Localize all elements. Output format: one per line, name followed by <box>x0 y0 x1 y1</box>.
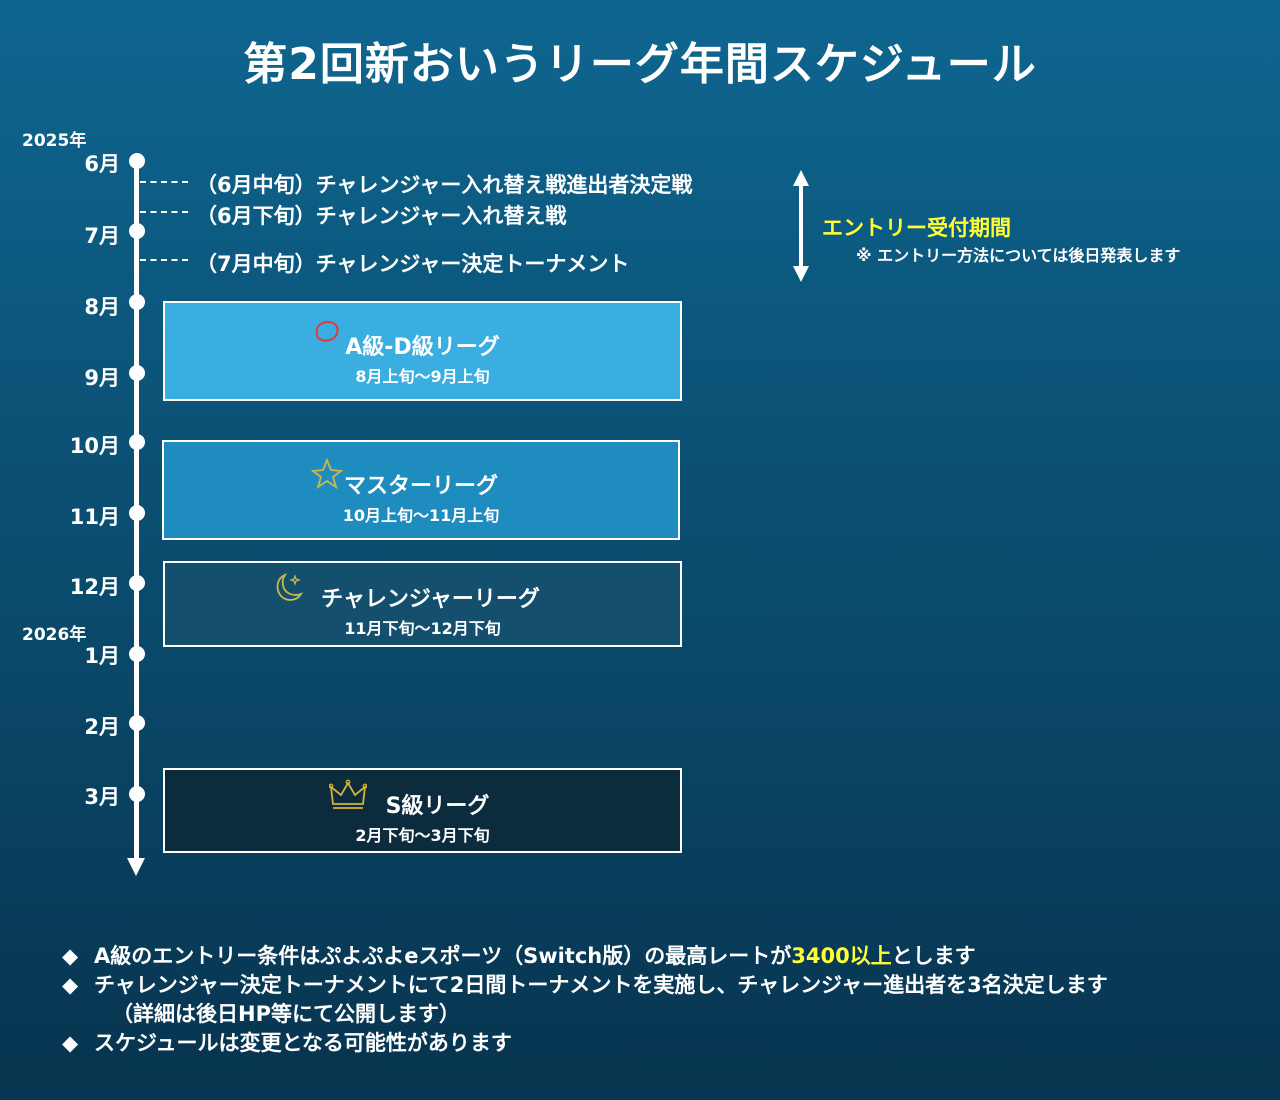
league-name: マスターリーグ <box>343 474 498 499</box>
note-item: ◆ チャレンジャー決定トーナメントにて2日間トーナメントを実施し、チャレンジャー進… <box>62 971 1108 1000</box>
timeline-dot <box>129 715 145 731</box>
event-label: （7月中旬）チャレンジャー決定トーナメント <box>196 252 630 276</box>
note-text: とします <box>891 944 976 968</box>
note-item: ◆ A級のエントリー条件はぷよぷよeスポーツ（Switch版）の最高レートが340… <box>62 942 1108 971</box>
timeline-dot <box>129 294 145 310</box>
event-connector <box>140 181 188 183</box>
note-text: A級のエントリー条件はぷよぷよeスポーツ（Switch版）の最高レートが <box>94 944 792 968</box>
month-label-dec: 12月 <box>69 575 120 599</box>
diamond-bullet-icon: ◆ <box>62 1031 79 1055</box>
note-highlight: 3400以上 <box>791 944 892 968</box>
arrow-up-icon <box>793 170 809 186</box>
note-item: ◆ スケジュールは変更となる可能性があります <box>62 1029 1108 1058</box>
league-period: 8月上旬〜9月上旬 <box>355 367 490 386</box>
month-label-feb: 2月 <box>84 715 120 739</box>
note-item-continuation: （詳細は後日HP等にて公開します） <box>62 1000 1108 1029</box>
league-box-master: マスターリーグ 10月上旬〜11月上旬 <box>162 440 680 540</box>
arrow-down-icon <box>793 266 809 282</box>
diamond-bullet-icon: ◆ <box>62 973 79 997</box>
timeline-dot <box>129 434 145 450</box>
star-icon <box>311 458 343 490</box>
month-label-aug: 8月 <box>84 295 120 319</box>
circle-icon <box>315 321 339 342</box>
entry-note: ※ エントリー方法については後日発表します <box>856 246 1181 265</box>
notes-list: ◆ A級のエントリー条件はぷよぷよeスポーツ（Switch版）の最高レートが340… <box>62 942 1108 1058</box>
note-text: チャレンジャー決定トーナメントにて2日間トーナメントを実施し、チャレンジャー進出… <box>94 973 1108 997</box>
league-name: チャレンジャーリーグ <box>321 587 540 612</box>
league-name: S級リーグ <box>385 794 490 819</box>
month-label-nov: 11月 <box>69 505 120 529</box>
diamond-bullet-icon: ◆ <box>62 944 79 968</box>
year-label-2026: 2026年 <box>22 625 87 645</box>
month-label-oct: 10月 <box>69 434 120 458</box>
timeline-dot <box>129 153 145 169</box>
timeline-dot <box>129 223 145 239</box>
crown-icon <box>329 779 367 809</box>
timeline-arrow-icon <box>127 858 145 876</box>
moon-icon <box>276 573 304 601</box>
month-label-mar: 3月 <box>84 785 120 809</box>
timeline-dot <box>129 575 145 591</box>
month-label-jul: 7月 <box>84 224 120 248</box>
league-period: 11月下旬〜12月下旬 <box>344 619 501 638</box>
note-text: （詳細は後日HP等にて公開します） <box>112 1002 460 1026</box>
month-label-jun: 6月 <box>84 152 120 176</box>
year-label-2025: 2025年 <box>22 131 87 151</box>
league-name: A級-D級リーグ <box>345 335 500 360</box>
league-period: 2月下旬〜3月下旬 <box>355 826 490 845</box>
month-label-jan: 1月 <box>84 644 120 668</box>
page-title: 第2回新おいうリーグ年間スケジュール <box>243 39 1037 90</box>
event-label: （6月中旬）チャレンジャー入れ替え戦進出者決定戦 <box>196 173 693 197</box>
timeline-dot <box>129 786 145 802</box>
event-connector <box>140 259 188 261</box>
event-connector <box>140 211 188 213</box>
month-label-sep: 9月 <box>84 366 120 390</box>
league-period: 10月上旬〜11月上旬 <box>342 506 500 525</box>
entry-period-bar <box>799 182 803 268</box>
league-box-challenger: チャレンジャーリーグ 11月下旬〜12月下旬 <box>163 561 682 647</box>
entry-title: エントリー受付期間 <box>822 216 1011 240</box>
league-box-a-d: A級-D級リーグ 8月上旬〜9月上旬 <box>163 301 682 401</box>
timeline-dot <box>129 365 145 381</box>
event-label: （6月下旬）チャレンジャー入れ替え戦 <box>196 204 567 228</box>
note-text: スケジュールは変更となる可能性があります <box>94 1031 512 1055</box>
league-box-s: S級リーグ 2月下旬〜3月下旬 <box>163 768 682 853</box>
timeline-dot <box>129 505 145 521</box>
timeline-dot <box>129 646 145 662</box>
